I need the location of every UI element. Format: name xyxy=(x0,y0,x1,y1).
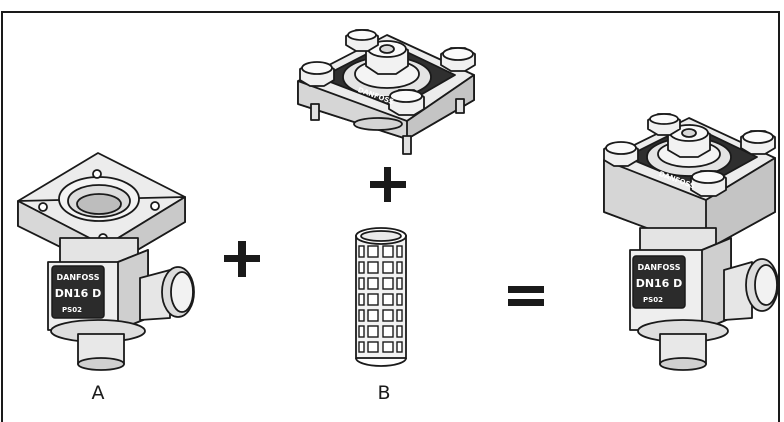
label-b: B xyxy=(377,382,390,404)
plus-sign-horizontal xyxy=(224,241,260,277)
plus-sign-vertical xyxy=(370,167,406,202)
assembled-valve xyxy=(603,113,779,371)
nameplate-a-brand: DANFOSS xyxy=(57,273,100,282)
corner-bolt-se xyxy=(388,89,425,116)
corner-bolt-ne xyxy=(440,47,476,72)
nameplate-assembled: DANFOSS DN16 D PS02 xyxy=(632,255,686,309)
nameplate-assembled-code: PS02 xyxy=(643,296,663,304)
nameplate-assembled-size: DN16 D xyxy=(636,277,683,290)
nameplate-a: DANFOSS DN16 D PS02 xyxy=(51,265,105,319)
corner-bolt-n xyxy=(345,29,379,52)
equals-sign xyxy=(508,286,544,306)
top-cover-module xyxy=(297,29,476,155)
nameplate-a-code: PS02 xyxy=(62,306,82,314)
label-a: A xyxy=(92,382,105,404)
corner-bolt-nw xyxy=(299,61,335,87)
nameplate-assembled-brand: DANFOSS xyxy=(638,263,681,272)
nameplate-a-size: DN16 D xyxy=(55,287,102,300)
filter-cylinder-b xyxy=(355,227,407,367)
diagram-frame xyxy=(1,11,780,422)
valve-body-a xyxy=(17,152,195,371)
